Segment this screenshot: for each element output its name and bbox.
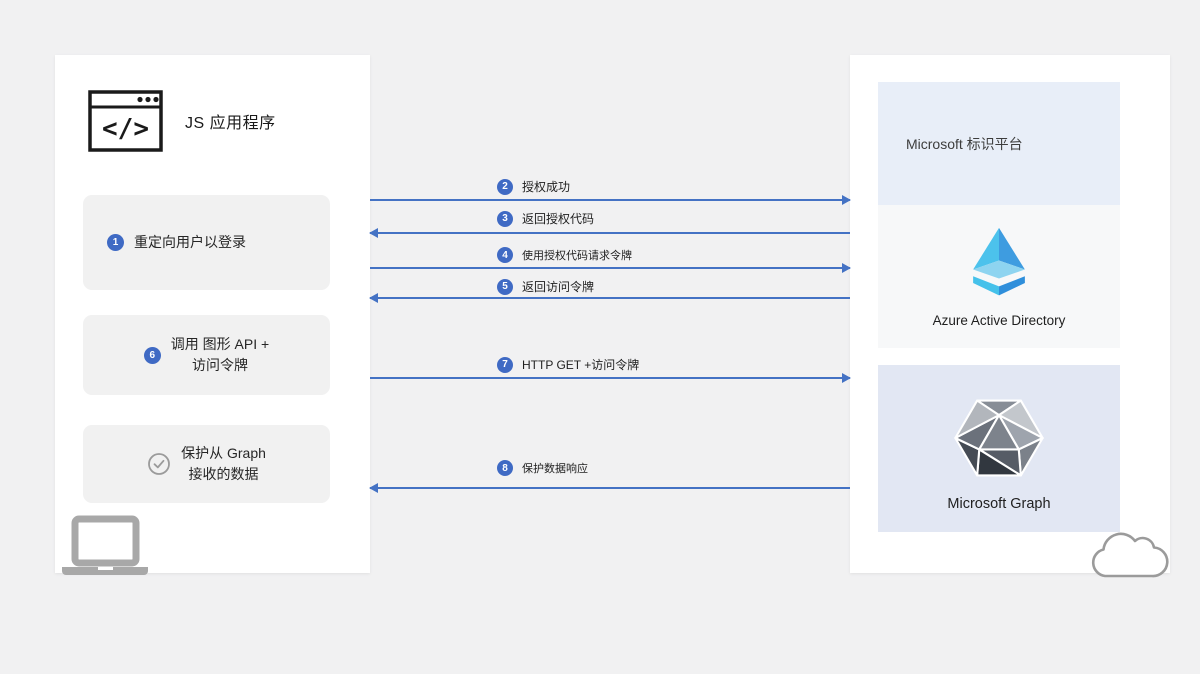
arrow-right-head	[842, 263, 851, 273]
arrow-left-head	[369, 483, 378, 493]
protect-label-line1: 保护从 Graph	[181, 445, 266, 461]
arrow-8-label-row: 8 保护数据响应	[497, 460, 588, 476]
arrow-2-badge: 2	[497, 178, 513, 195]
arrow-left-head	[369, 228, 378, 238]
protect-label-line2: 接收的数据	[188, 466, 259, 482]
identity-platform-box: Microsoft 标识平台	[878, 82, 1120, 205]
azure-ad-icon	[963, 225, 1035, 305]
arrow-7-label: HTTP GET +访问令牌	[522, 358, 640, 372]
step-6-label-line1: 调用 图形 API +	[170, 336, 270, 352]
arrow-7-label-row: 7 HTTP GET +访问令牌	[497, 356, 639, 373]
microsoft-graph-box: Microsoft Graph	[878, 365, 1120, 532]
arrow-left-head	[369, 293, 378, 303]
arrow-5-badge: 5	[497, 278, 513, 295]
step-1-label: 重定向用户以登录	[134, 234, 246, 250]
step-1-badge: 1	[107, 234, 124, 251]
js-app-title: JS 应用程序	[185, 115, 276, 132]
arrow-8-label: 保护数据响应	[522, 463, 588, 475]
arrow-right-head	[842, 373, 851, 383]
arrow-3-label-row: 3 返回授权代码	[497, 210, 594, 227]
arrow-3-badge: 3	[497, 210, 513, 227]
arrow-2-label: 授权成功	[522, 180, 571, 194]
arrow-right-head	[842, 195, 851, 205]
step-box-protect-data: 保护从 Graph 接收的数据	[83, 425, 330, 503]
arrow-5-label-row: 5 返回访问令牌	[497, 278, 594, 295]
arrow-4-badge: 4	[497, 247, 513, 263]
laptop-icon	[62, 515, 148, 575]
identity-platform-label: Microsoft 标识平台	[906, 135, 1023, 152]
step-6-badge: 6	[143, 346, 161, 364]
browser-code-icon: </>	[88, 90, 163, 152]
code-glyph: </>	[102, 114, 149, 144]
azure-ad-label: Azure Active Directory	[932, 313, 1066, 328]
arrow-5-label: 返回访问令牌	[522, 280, 595, 294]
step-box-redirect-login: 1 重定向用户以登录	[83, 195, 330, 290]
arrow-7-badge: 7	[497, 356, 513, 373]
microsoft-graph-label: Microsoft Graph	[947, 495, 1051, 512]
arrow-4-label: 使用授权代码请求令牌	[522, 250, 632, 262]
arrow-2-label-row: 2 授权成功	[497, 178, 570, 195]
arrow-4-label-row: 4 使用授权代码请求令牌	[497, 247, 632, 263]
azure-ad-box: Azure Active Directory	[878, 205, 1120, 348]
arrow-3-label: 返回授权代码	[522, 212, 595, 226]
check-circle-icon	[147, 452, 171, 476]
js-app-header: </> JS 应用程序	[88, 90, 276, 152]
microsoft-graph-icon	[947, 386, 1051, 490]
step-6-label-line2: 访问令牌	[191, 357, 248, 373]
step-box-call-graph-api: 6 调用 图形 API + 访问令牌	[83, 315, 330, 395]
cloud-icon	[1084, 530, 1172, 580]
arrow-8-badge: 8	[497, 460, 513, 476]
